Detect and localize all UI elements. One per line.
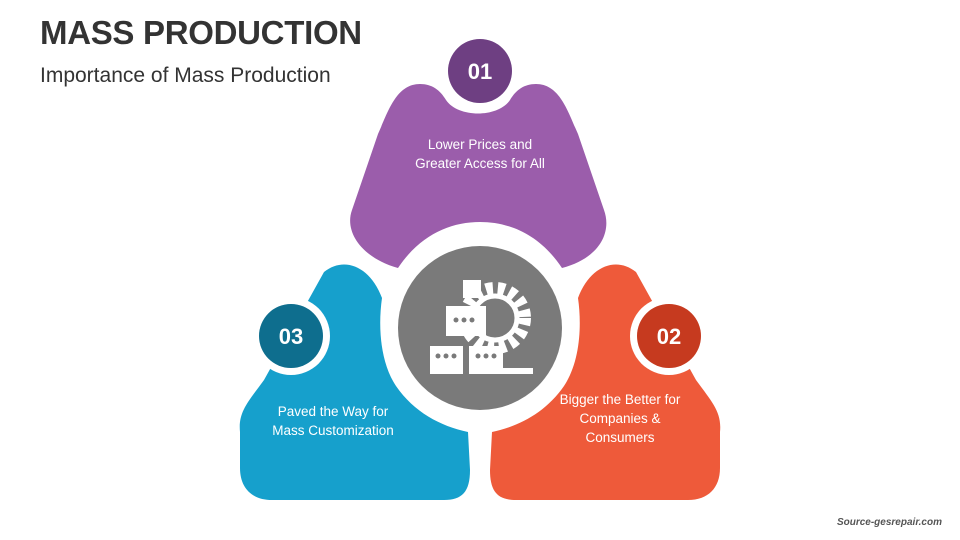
badge-01 [448, 39, 512, 103]
badge-02 [637, 304, 701, 368]
badge-03-number: 03 [279, 324, 303, 349]
item-01-text: Lower Prices and Greater Access for All [415, 137, 545, 171]
badge-03 [259, 304, 323, 368]
item-03-text: Paved the Way for Mass Customization [272, 404, 394, 438]
petal-01 [350, 84, 607, 268]
item-02-text: Bigger the Better for Companies & Consum… [559, 392, 681, 445]
source-credit: Source-gesrepair.com [836, 517, 942, 528]
page-subtitle: Importance of Mass Production [40, 64, 331, 87]
page-title: MASS PRODUCTION [40, 14, 362, 51]
factory-gear-icon [430, 280, 533, 374]
badge-01-number: 01 [468, 59, 492, 84]
badge-02-number: 02 [657, 324, 681, 349]
